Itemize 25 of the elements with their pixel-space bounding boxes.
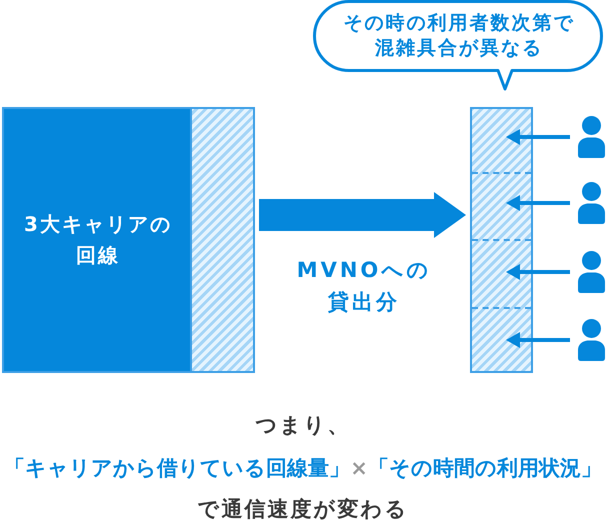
block-label: 3大キャリアの回線 — [23, 211, 173, 269]
arrow — [506, 129, 570, 145]
column-segment — [472, 172, 531, 239]
arrow — [506, 264, 570, 280]
hatched-strip — [192, 107, 255, 373]
person-icon — [578, 182, 605, 224]
summary-text: で通信速度が変わる — [198, 496, 408, 522]
speech-bubble — [313, 0, 603, 92]
carrier-line-block — [2, 107, 192, 373]
block-arrow — [259, 192, 466, 238]
column-segment — [472, 307, 531, 371]
column-segment — [472, 109, 531, 172]
summary-text: つまり、 — [256, 412, 350, 438]
bubble-text: その時の利用者数次第で混雑具合が異なる — [342, 11, 576, 61]
highlight-text: 「キャリアから借りている回線量」 — [4, 455, 350, 481]
person-icon — [578, 116, 605, 158]
arrow — [506, 332, 570, 348]
multiplication-sign: × — [350, 455, 368, 481]
person-icon — [578, 319, 605, 361]
column-segment — [472, 239, 531, 307]
hatched-column — [470, 107, 533, 373]
edge-label: MVNOへの貸出分 — [296, 257, 432, 316]
arrow — [506, 195, 570, 211]
highlight-text: 「その時間の利用状況」 — [368, 455, 602, 481]
person-icon — [578, 251, 605, 293]
